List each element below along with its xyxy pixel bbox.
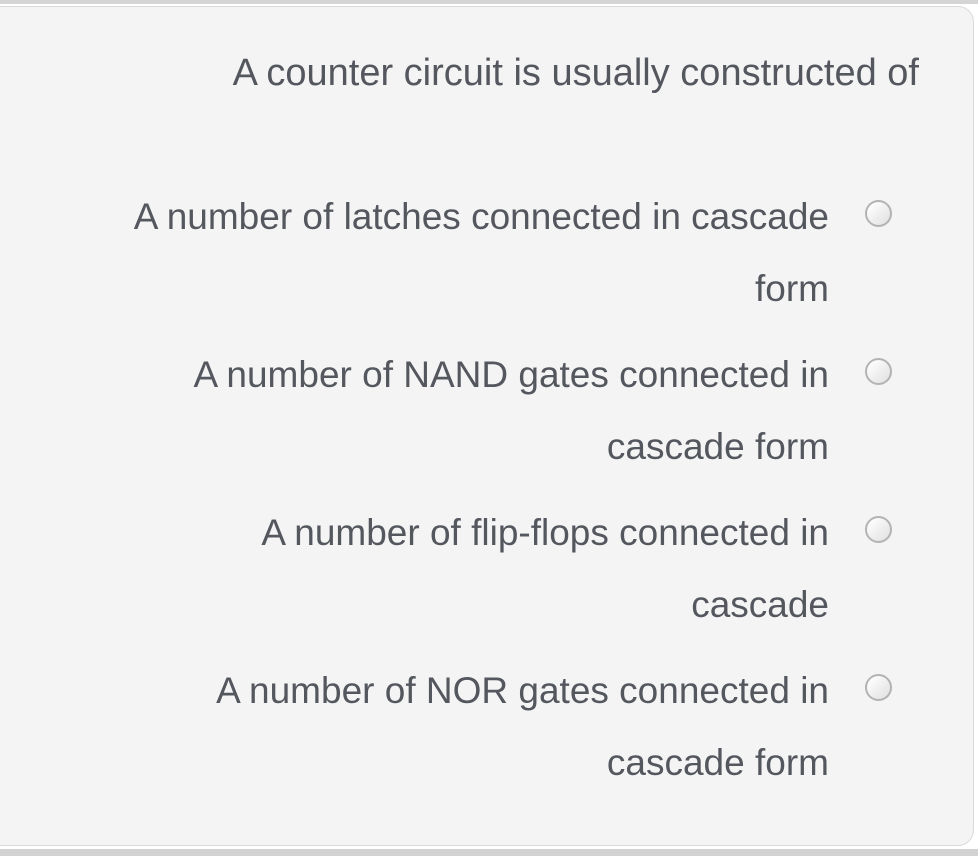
answer-option-1[interactable]: A number of latches connected in cascade… — [21, 181, 919, 325]
bottom-divider-band — [0, 849, 978, 856]
answer-option-line: form — [755, 268, 829, 309]
answer-option-line: A number of flip-flops connected in — [261, 512, 829, 553]
question-card: A counter circuit is usually constructed… — [0, 6, 974, 846]
radio-button-icon[interactable] — [865, 516, 892, 543]
radio-button-icon[interactable] — [865, 358, 892, 385]
radio-button-icon[interactable] — [865, 674, 892, 701]
question-title: A counter circuit is usually constructed… — [232, 52, 919, 94]
answer-option-label: A number of flip-flops connected in casc… — [21, 497, 829, 641]
answer-option-line: cascade form — [606, 742, 829, 783]
answer-option-line: A number of NOR gates connected in — [216, 670, 829, 711]
answer-option-line: A number of NAND gates connected in — [193, 354, 829, 395]
answer-option-label: A number of NOR gates connected in casca… — [21, 655, 829, 799]
answer-option-label: A number of latches connected in cascade… — [21, 181, 829, 325]
answer-option-4[interactable]: A number of NOR gates connected in casca… — [21, 655, 919, 799]
answer-option-line: cascade — [691, 584, 829, 625]
question-card-content: A counter circuit is usually constructed… — [0, 7, 973, 799]
answer-option-2[interactable]: A number of NAND gates connected in casc… — [21, 339, 919, 483]
answer-option-line: A number of latches connected in cascade — [133, 196, 829, 237]
answer-option-line: cascade form — [606, 426, 829, 467]
answer-options-list: A number of latches connected in cascade… — [21, 181, 919, 799]
answer-option-label: A number of NAND gates connected in casc… — [21, 339, 829, 483]
radio-button-icon[interactable] — [865, 200, 892, 227]
answer-option-3[interactable]: A number of flip-flops connected in casc… — [21, 497, 919, 641]
top-divider-band — [0, 0, 978, 4]
